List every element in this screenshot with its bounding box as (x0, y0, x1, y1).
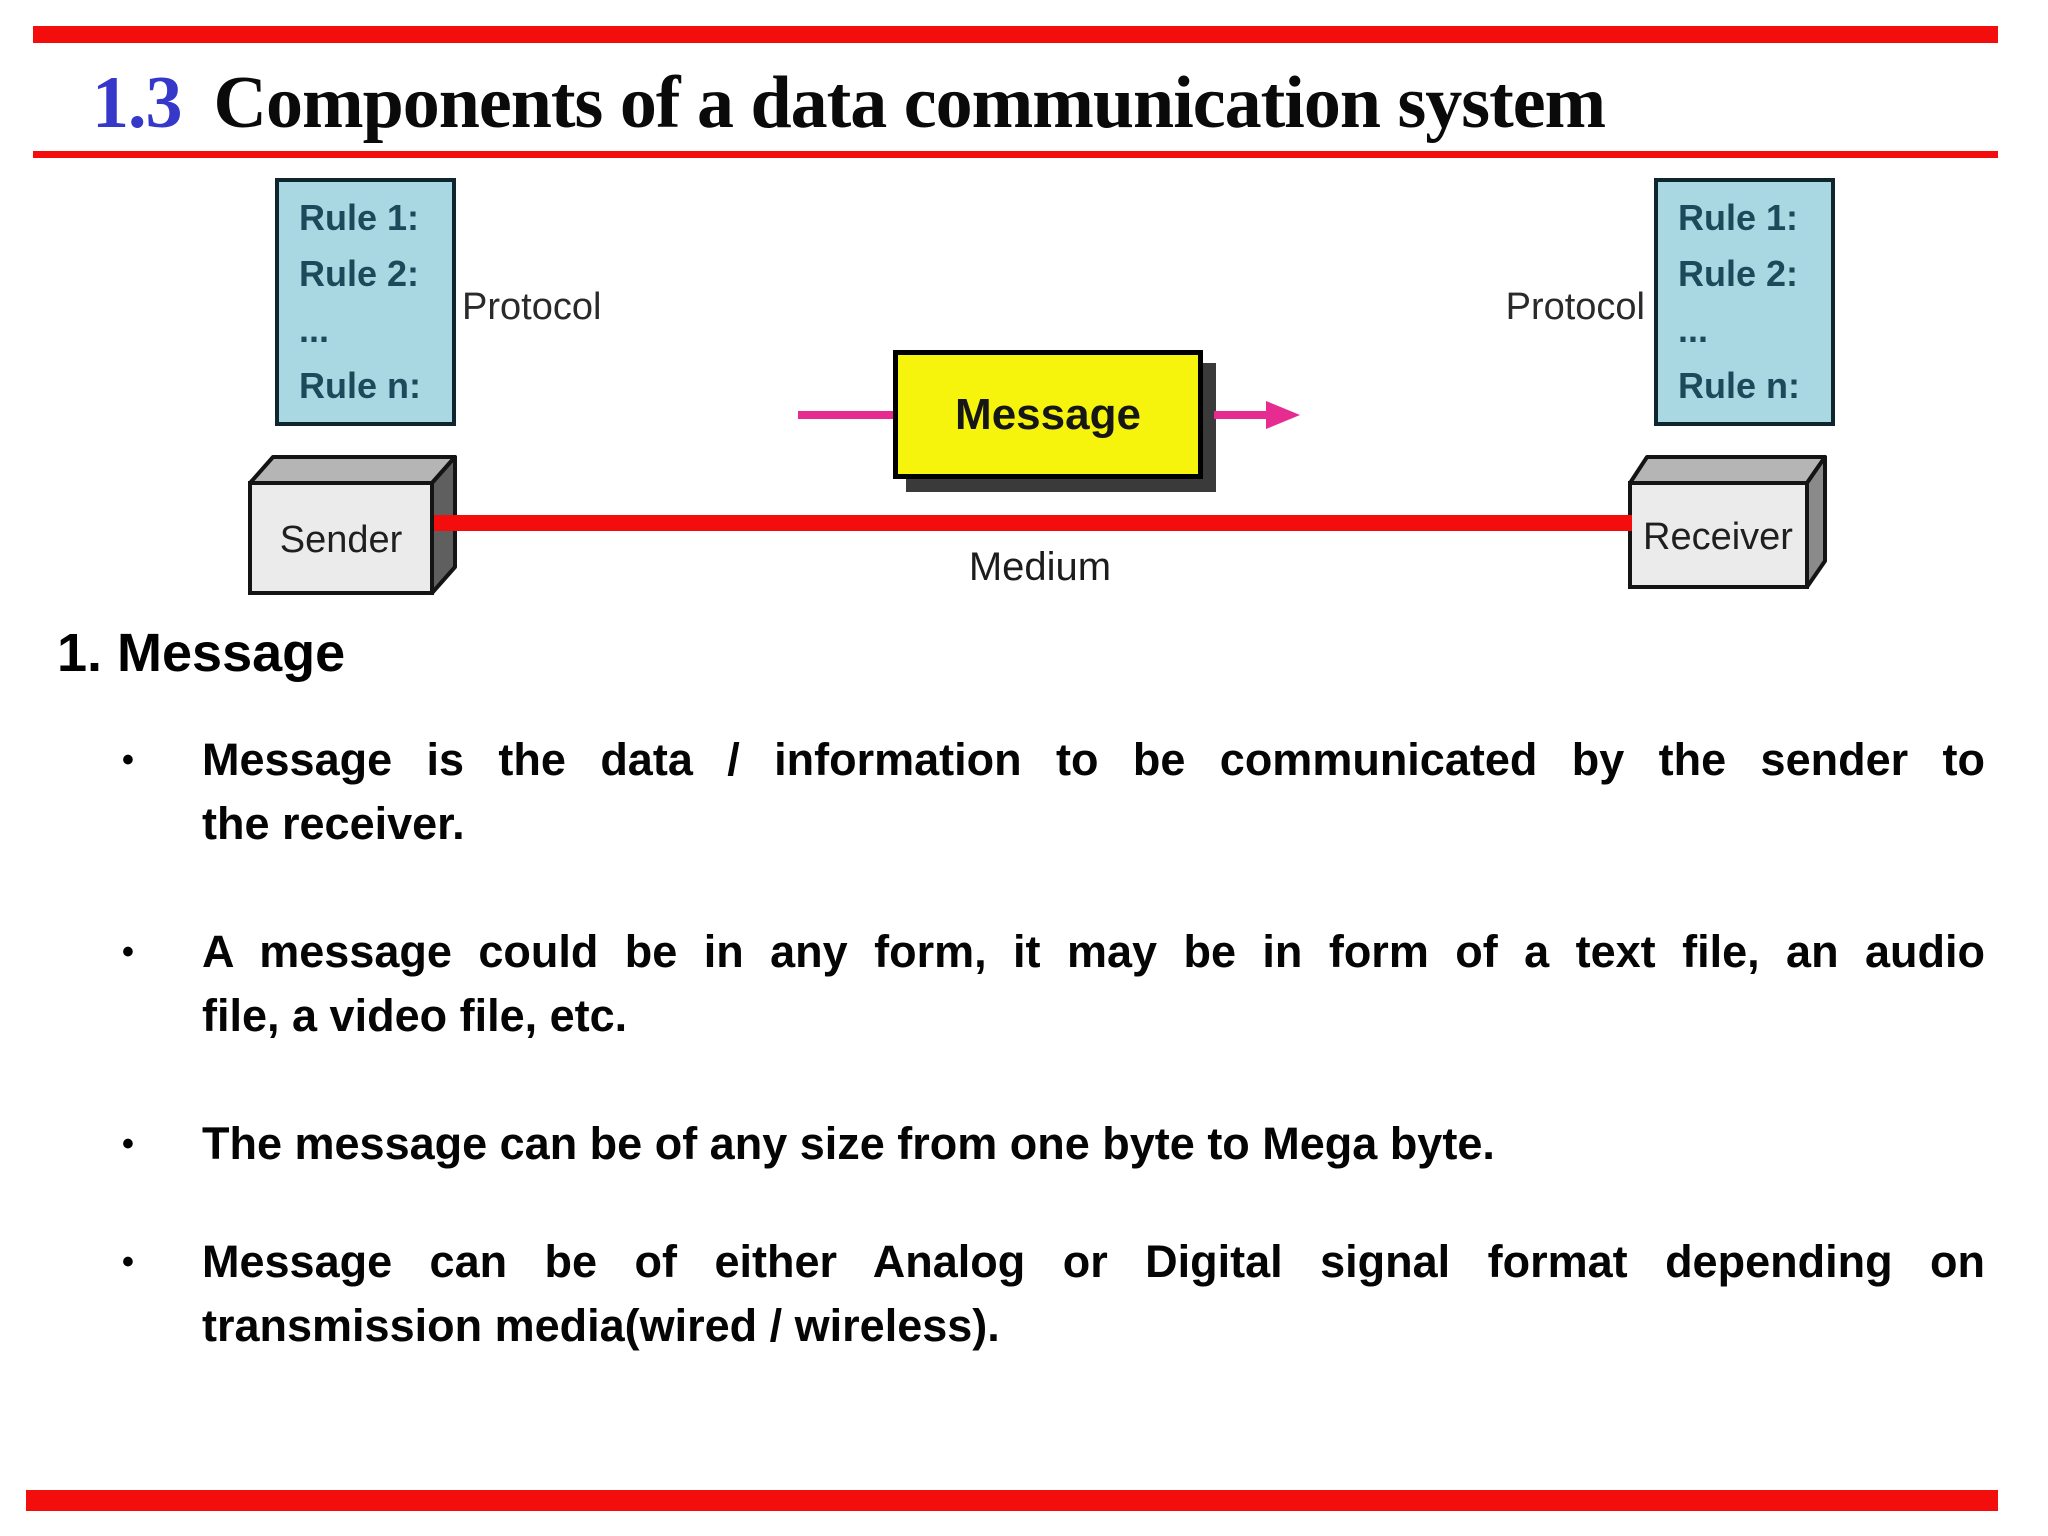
receiver-box: Receiver (1628, 455, 1827, 589)
rule-line: Rule 1: (299, 197, 420, 238)
bullet-text-line: A message could be in any form, it may b… (202, 926, 1985, 977)
sender-top-face (248, 455, 457, 485)
rule-line: Rule n: (299, 365, 421, 406)
medium-line (434, 515, 1632, 531)
bullet-item: • Message is the data / information to b… (120, 728, 1985, 856)
protocol-label-left: Protocol (462, 286, 602, 328)
protocol-box-right: Rule 1: Rule 2: ... Rule n: (1654, 178, 1835, 426)
bullet-marker: • (122, 933, 134, 971)
bullet-marker: • (122, 1243, 134, 1281)
message-arrow-out-icon (1214, 401, 1300, 429)
bullet-item: • A message could be in any form, it may… (120, 920, 1985, 1048)
bullet-marker: • (122, 741, 134, 779)
section-heading: 1. Message (57, 623, 346, 683)
title-number: 1.3 (92, 62, 182, 144)
rule-line: ... (299, 309, 330, 350)
sender-label: Sender (280, 519, 403, 561)
title-underline (33, 151, 1998, 158)
message-label: Message (955, 389, 1141, 439)
rule-line: ... (1678, 309, 1709, 350)
top-accent-bar (33, 26, 1998, 43)
bullet-text-line: file, a video file, etc. (202, 990, 628, 1041)
receiver-front-face (1628, 481, 1809, 589)
message-arrow-in-icon (798, 411, 895, 419)
sender-front-face (248, 481, 434, 595)
rule-line: Rule n: (1678, 365, 1800, 406)
receiver-label: Receiver (1643, 516, 1793, 558)
bottom-accent-bar (26, 1490, 1998, 1511)
rule-line: Rule 2: (299, 253, 420, 294)
rule-line: Rule 2: (1678, 253, 1799, 294)
page-title: 1.3 Components of a data communication sy… (92, 58, 1607, 148)
medium-label: Medium (968, 545, 1112, 589)
rule-line: Rule 1: (1678, 197, 1799, 238)
bullet-item: • The message can be of any size from on… (120, 1112, 1985, 1176)
sender-box: Sender (248, 455, 457, 595)
bullet-text-line: transmission media(wired / wireless). (202, 1300, 1000, 1351)
protocol-box-left: Rule 1: Rule 2: ... Rule n: (275, 178, 456, 426)
protocol-label-right: Protocol (1505, 286, 1645, 328)
bullet-marker: • (122, 1125, 134, 1163)
bullet-text-line: Message can be of either Analog or Digit… (202, 1236, 1985, 1287)
title-text: Components of a data communication syste… (213, 62, 1607, 144)
message-box: Message (893, 350, 1203, 479)
bullet-text-line: The message can be of any size from one … (202, 1118, 1495, 1169)
bullet-item: • Message can be of either Analog or Dig… (120, 1230, 1985, 1358)
receiver-top-face (1628, 455, 1827, 485)
bullet-text-line: Message is the data / information to be … (202, 734, 1985, 785)
receiver-side-face (1805, 455, 1827, 589)
bullet-text-line: the receiver. (202, 798, 465, 849)
